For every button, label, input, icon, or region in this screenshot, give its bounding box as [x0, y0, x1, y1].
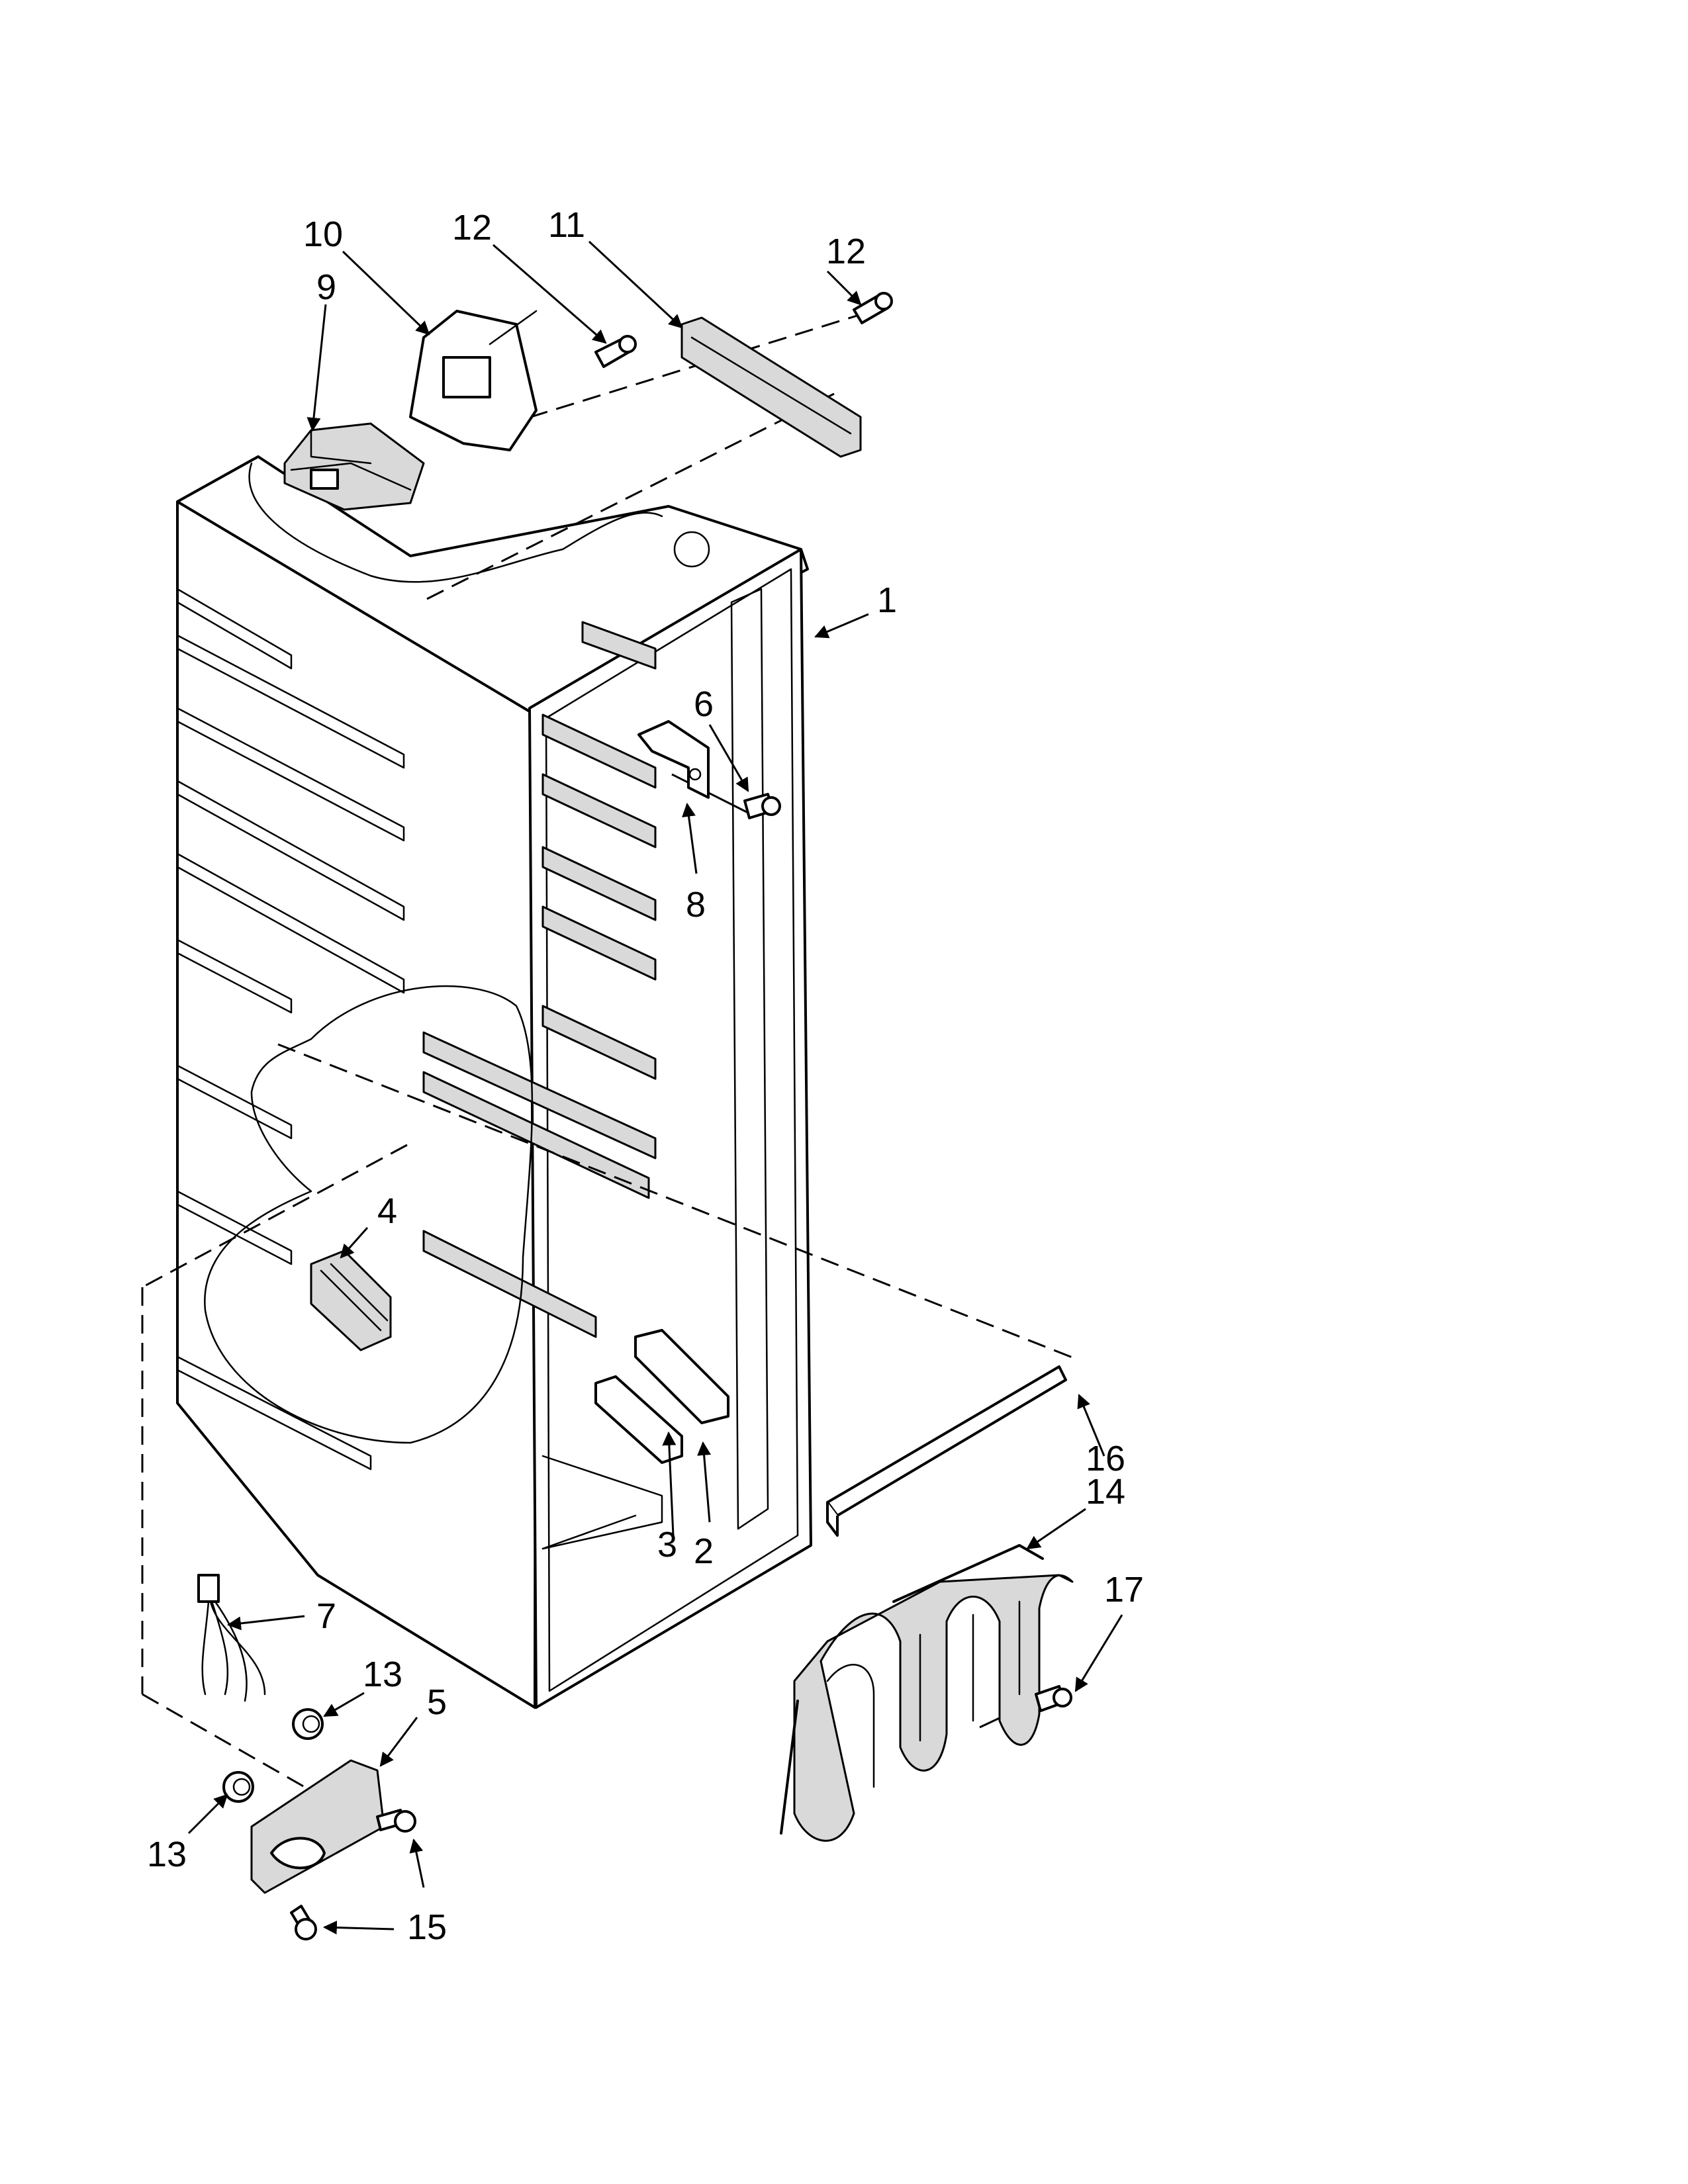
callout-12-left: 12: [452, 208, 492, 248]
callout-17: 17: [1104, 1570, 1144, 1610]
part-6-screw: [743, 793, 781, 819]
callout-5: 5: [427, 1682, 447, 1722]
part-10-bracket: [409, 310, 538, 451]
callout-12-right: 12: [826, 232, 866, 271]
callout-8: 8: [686, 885, 706, 925]
part-8-bracket: [637, 720, 710, 799]
callout-9: 9: [316, 267, 336, 307]
part-3-bracket: [594, 1375, 683, 1464]
side-wall-ribs: [176, 588, 405, 1471]
callout-7: 7: [316, 1596, 336, 1636]
callout-10: 10: [303, 214, 343, 254]
part-13-grommet-b: [222, 1771, 254, 1803]
callout-2: 2: [694, 1531, 714, 1571]
part-11-trim-rail: [680, 316, 862, 458]
part-7-wire-harness: [197, 1574, 266, 1702]
part-14-evaporator: [780, 1544, 1074, 1842]
callout-4: 4: [377, 1191, 397, 1231]
part-15-fastener-b: [290, 1905, 317, 1940]
part-16-rail: [826, 1365, 1067, 1537]
part-13-grommet-a: [292, 1708, 324, 1740]
part-15-fastener-a: [376, 1809, 416, 1833]
part-12-screw-b: [853, 292, 893, 324]
part-12-screw-a: [594, 335, 637, 368]
callout-labels: 1 2 3 4 5 6 7 8 9 10 11 12 12 13 13 14 1…: [147, 205, 1144, 1947]
callout-15: 15: [407, 1907, 447, 1947]
callout-13-bottom: 13: [147, 1835, 187, 1874]
callout-leaders: [187, 240, 1123, 1935]
part-17-screw: [1035, 1685, 1072, 1712]
liner-part-1: [176, 455, 812, 1709]
callout-11: 11: [548, 205, 585, 245]
inner-shelf-rails: [422, 621, 657, 1338]
callout-3: 3: [657, 1525, 677, 1565]
callout-6: 6: [694, 684, 714, 724]
callout-1: 1: [877, 580, 897, 620]
callout-13-top: 13: [363, 1655, 402, 1694]
part-2-bracket: [634, 1329, 729, 1424]
part-5-light-housing: [250, 1759, 385, 1894]
part-9-control-housing: [283, 422, 425, 511]
callout-16: 16: [1086, 1439, 1125, 1479]
callout-14: 14: [1086, 1472, 1125, 1512]
assembly-lines: [141, 307, 1080, 1788]
